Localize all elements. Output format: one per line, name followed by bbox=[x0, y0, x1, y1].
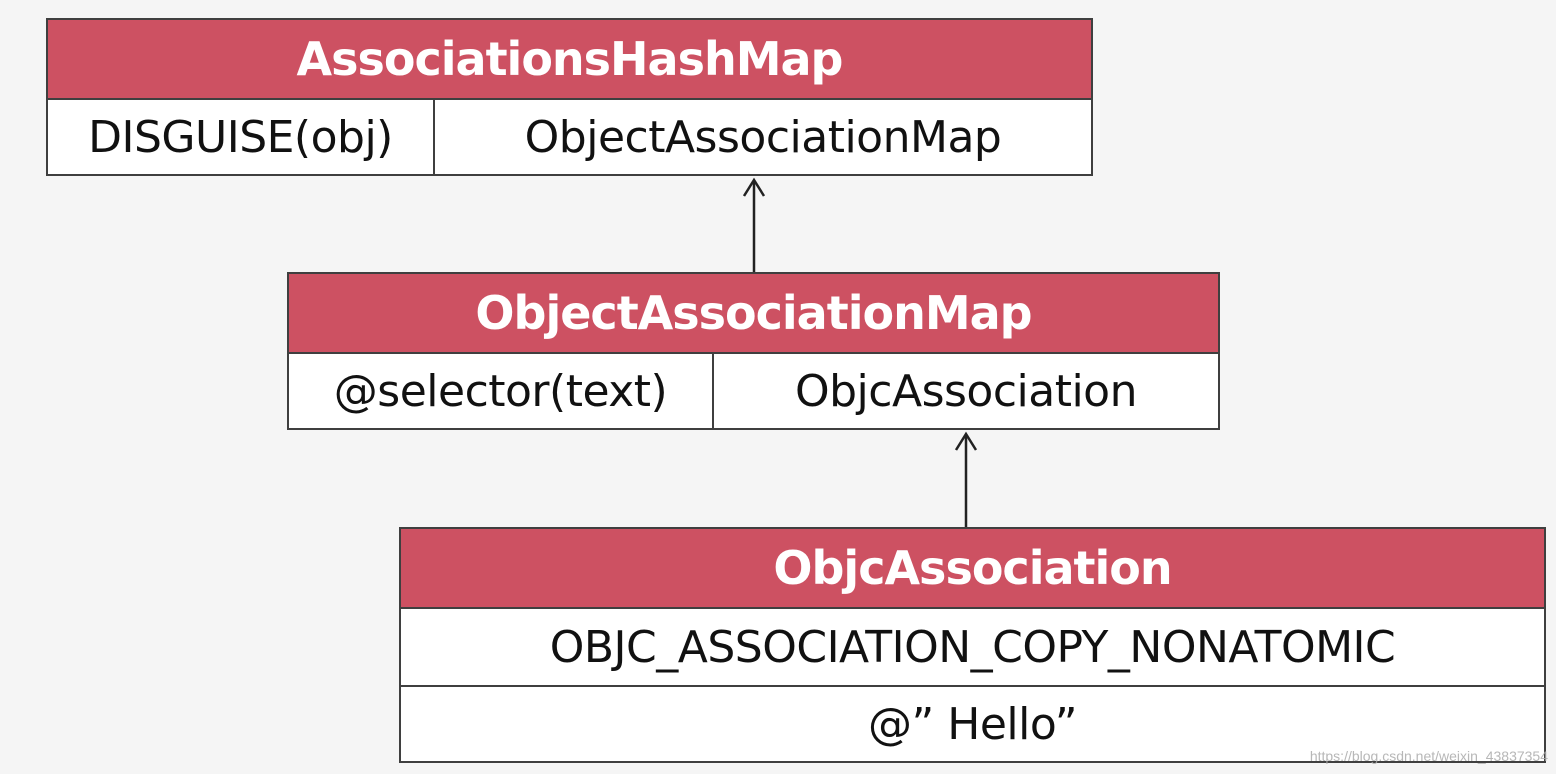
associations-hash-map-title: AssociationsHashMap bbox=[48, 20, 1091, 100]
associations-hash-map-row: DISGUISE(obj) ObjectAssociationMap bbox=[48, 100, 1091, 174]
objc-association-policy-row: OBJC_ASSOCIATION_COPY_NONATOMIC bbox=[401, 609, 1544, 685]
object-association-map-row: @selector(text) ObjcAssociation bbox=[289, 354, 1218, 428]
arrow-object-map-to-hash-map bbox=[742, 177, 766, 272]
objc-association-value: @” Hello” bbox=[867, 698, 1078, 750]
objc-association-value-row: @” Hello” bbox=[401, 685, 1544, 761]
arrow-association-to-object-map bbox=[954, 431, 978, 527]
objc-association-title: ObjcAssociation bbox=[401, 529, 1544, 609]
objc-association-table: ObjcAssociation OBJC_ASSOCIATION_COPY_NO… bbox=[399, 527, 1546, 763]
associations-hash-map-value: ObjectAssociationMap bbox=[433, 100, 1091, 174]
objc-association-policy: OBJC_ASSOCIATION_COPY_NONATOMIC bbox=[549, 621, 1396, 673]
object-association-map-value: ObjcAssociation bbox=[712, 354, 1218, 428]
object-association-map-title: ObjectAssociationMap bbox=[289, 274, 1218, 354]
associations-hash-map-key: DISGUISE(obj) bbox=[88, 111, 393, 163]
object-association-map-table: ObjectAssociationMap @selector(text) Obj… bbox=[287, 272, 1220, 430]
associations-hash-map-table: AssociationsHashMap DISGUISE(obj) Object… bbox=[46, 18, 1093, 176]
watermark-text: https://blog.csdn.net/weixin_43837354 bbox=[1309, 748, 1548, 764]
object-association-map-key: @selector(text) bbox=[333, 365, 668, 417]
